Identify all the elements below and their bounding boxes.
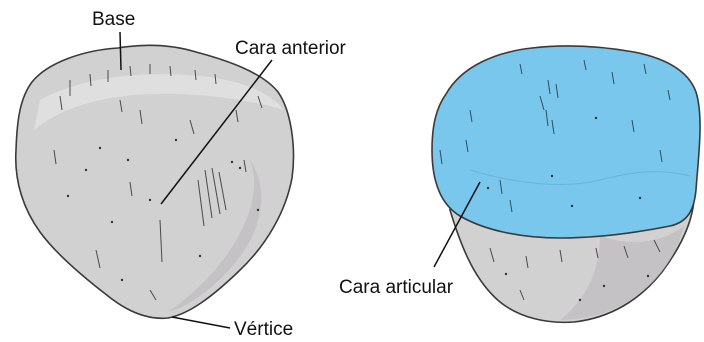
label-base: Base	[92, 10, 135, 29]
label-vertice: Vértice	[234, 320, 293, 339]
label-cara-articular: Cara articular	[339, 278, 453, 297]
articular-surface	[432, 46, 700, 238]
patella-posterior-view	[432, 46, 700, 322]
label-cara-anterior: Cara anterior	[235, 39, 346, 58]
leader-base	[120, 32, 121, 70]
leader-vertice	[172, 317, 230, 328]
